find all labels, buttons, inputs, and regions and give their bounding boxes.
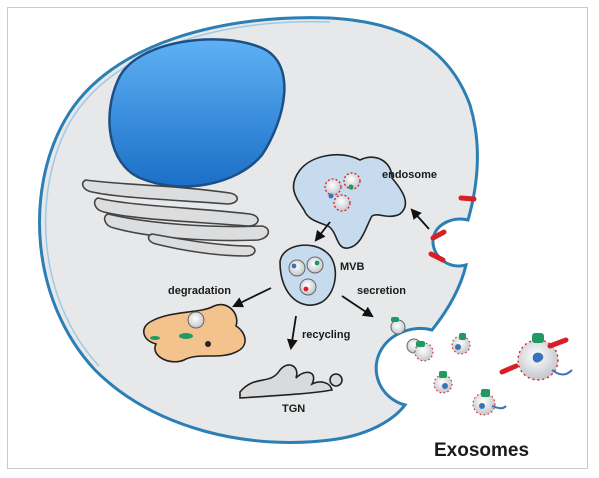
arrow-icon — [232, 208, 430, 351]
endosome — [292, 154, 407, 249]
tgn — [239, 364, 343, 399]
label-exosomes: Exosomes — [434, 440, 529, 461]
membrane-receptors — [428, 195, 477, 263]
label-recycling: recycling — [302, 329, 350, 341]
exosome — [433, 371, 453, 394]
label-tgn: TGN — [282, 403, 305, 415]
nucleus — [108, 38, 286, 188]
golgi-apparatus — [81, 179, 270, 257]
label-mvb: MVB — [340, 261, 365, 273]
cell-membrane-inner — [44, 20, 331, 367]
mvb — [279, 244, 337, 306]
exosome — [472, 389, 507, 416]
label-degradation: degradation — [168, 285, 231, 297]
exosome — [414, 341, 434, 362]
exosome-large — [499, 333, 573, 381]
label-secretion: secretion — [357, 285, 406, 297]
label-endosome: endosome — [382, 169, 437, 181]
lysosome — [143, 303, 246, 363]
exosome — [451, 333, 471, 355]
exosomes — [414, 333, 573, 416]
